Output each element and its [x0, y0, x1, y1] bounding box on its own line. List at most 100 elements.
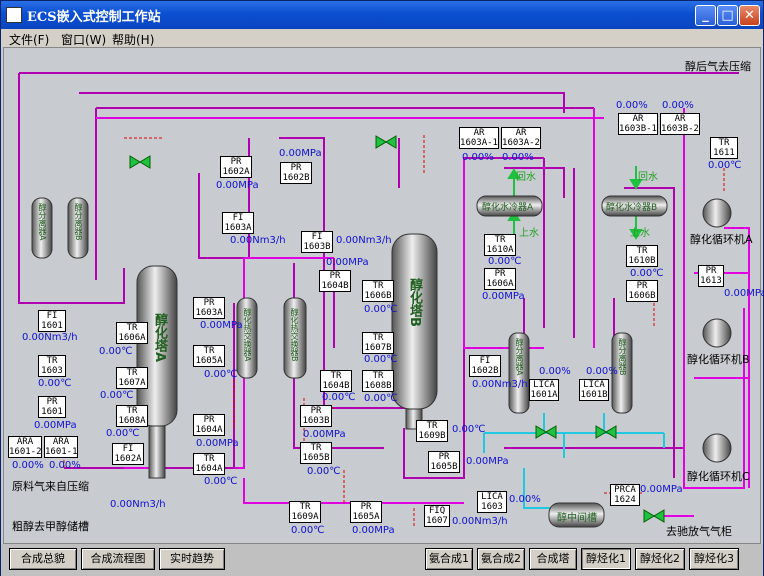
- value-PR1606A: 0.00MPa: [482, 291, 525, 302]
- tag-TR1610A[interactable]: TR 1610A: [484, 234, 516, 256]
- tag-FIQ1607[interactable]: FIQ 1607: [424, 505, 450, 527]
- vent-label: 去驰放气气柜: [666, 525, 732, 538]
- tag-TR1610B[interactable]: TR 1610B: [626, 245, 658, 267]
- tag-TR1604A[interactable]: TR 1604A: [193, 453, 225, 475]
- value-PR1601: 0.00MPa: [34, 420, 77, 431]
- tag-FI1603A[interactable]: FI 1603A: [222, 212, 254, 234]
- value-LICA1601B: 0.00%: [586, 366, 618, 377]
- tag-PR1613[interactable]: PR 1613: [698, 265, 724, 287]
- heat-exchanger-b-label: 醇化热交换器B: [290, 308, 299, 362]
- tower-b-label: 醇化塔B: [407, 278, 422, 327]
- tag-AR1603A-1[interactable]: AR 1603A-1: [459, 127, 499, 149]
- navigation-bar: 合成总貌 合成流程图 实时趋势 氨合成1 氨合成2 合成塔 醇烃化1 醇烃化2 …: [1, 544, 763, 576]
- tag-TR1606A[interactable]: TR 1606A: [116, 322, 148, 344]
- value-TR1610A: 0.00℃: [488, 256, 522, 267]
- nav-ammonia1-button[interactable]: 氨合成1: [425, 548, 473, 570]
- value-TR1604B: 0.00℃: [322, 392, 356, 403]
- tag-ARA1601-1[interactable]: ARA 1601-1: [44, 436, 78, 458]
- tag-TR1606B[interactable]: TR 1606B: [362, 280, 394, 302]
- tag-FI1601[interactable]: FI 1601: [38, 310, 66, 332]
- value-ARA1601-2: 0.00%: [12, 460, 44, 471]
- tag-FI1602B[interactable]: FI 1602B: [469, 355, 501, 377]
- tag-PRCA1624[interactable]: PRCA 1624: [610, 484, 640, 506]
- tag-PR1601[interactable]: PR 1601: [38, 396, 66, 418]
- value-ARA1601-1: 0.00%: [49, 460, 81, 471]
- value-LICA1603: 0.00%: [509, 494, 541, 505]
- tag-PR1604B[interactable]: PR 1604B: [319, 270, 351, 292]
- middle-tank-label: 醇中间槽: [557, 513, 597, 524]
- nav-trend-button[interactable]: 实时趋势: [159, 548, 225, 570]
- circulator-a-label: 醇化循环机A: [690, 233, 753, 246]
- water-supply-a-label: 上水: [519, 228, 539, 239]
- tag-TR1604B[interactable]: TR 1604B: [320, 370, 352, 392]
- tag-TR1607A[interactable]: TR 1607A: [116, 367, 148, 389]
- tag-LICA1601A[interactable]: LICA 1601A: [529, 379, 559, 401]
- value-TR1607B: 0.00℃: [364, 354, 398, 365]
- tag-TR1608A[interactable]: TR 1608A: [116, 405, 148, 427]
- value-TR1604A: 0.00℃: [204, 476, 238, 487]
- tag-TR1611[interactable]: TR 1611: [710, 137, 738, 159]
- tag-TR1605A[interactable]: TR 1605A: [193, 345, 225, 367]
- value-TR1607A: 0.00℃: [100, 390, 134, 401]
- tag-PR1602A[interactable]: PR 1602A: [220, 156, 252, 178]
- value-PR1613: 0.00MPa: [724, 288, 764, 299]
- nav-alkylation2-button[interactable]: 醇烃化2: [635, 548, 685, 570]
- tag-TR1609A[interactable]: TR 1609A: [289, 501, 321, 523]
- nav-alkylation1-button[interactable]: 醇烃化1: [581, 548, 631, 570]
- value-TR1606A: 0.00℃: [99, 346, 133, 357]
- tag-TR1608B[interactable]: TR 1608B: [362, 370, 394, 392]
- tag-LICA1601B[interactable]: LICA 1601B: [579, 379, 609, 401]
- tag-AR1603B-2[interactable]: AR 1603B-2: [660, 113, 700, 135]
- tag-PR1606B[interactable]: PR 1606B: [626, 280, 658, 302]
- circulator-b-label: 醇化循环机B: [687, 353, 750, 366]
- tag-TR1605B[interactable]: TR 1605B: [300, 442, 332, 464]
- value-AR1603B-2: 0.00%: [662, 100, 694, 111]
- close-button[interactable]: ✕: [739, 5, 760, 26]
- separator-a-label: 醇分离器A: [515, 338, 524, 376]
- value-FIQ1607: 0.00Nm3/h: [452, 516, 508, 527]
- nav-overview-button[interactable]: 合成总貌: [9, 548, 77, 570]
- value-LICA1601A: 0.00%: [539, 366, 571, 377]
- menu-help[interactable]: 帮助(H): [112, 33, 155, 47]
- value-FI1603A: 0.00Nm3/h: [230, 235, 286, 246]
- tag-PR1604A[interactable]: PR 1604A: [193, 414, 225, 436]
- value-PR1604B: 0.00MPa: [326, 257, 369, 268]
- nav-tower-button[interactable]: 合成塔: [529, 548, 577, 570]
- tag-TR1607B[interactable]: TR 1607B: [362, 332, 394, 354]
- tag-PR1603A[interactable]: PR 1603A: [193, 297, 225, 319]
- tag-TR1603[interactable]: TR 1603: [38, 355, 66, 377]
- separator-small-a-label: 醇分离器A: [38, 203, 47, 241]
- value-FI1603B: 0.00Nm3/h: [336, 235, 392, 246]
- feed-label: 原料气来自压缩: [12, 480, 89, 493]
- tag-LICA1603[interactable]: LICA 1603: [477, 491, 507, 513]
- tag-PR1606A[interactable]: PR 1606A: [484, 268, 516, 290]
- nav-flowchart-button[interactable]: 合成流程图: [81, 548, 155, 570]
- minimize-button[interactable]: _: [695, 5, 716, 26]
- value-TR1609A: 0.00℃: [291, 525, 325, 536]
- tag-PR1605A[interactable]: PR 1605A: [350, 501, 382, 523]
- window-title: ECS嵌入式控制工作站: [27, 10, 161, 25]
- value-FI1601: 0.00Nm3/h: [22, 332, 78, 343]
- maximize-button[interactable]: □: [717, 5, 738, 26]
- cooler-b-label: 醇化水冷器B: [606, 203, 658, 213]
- heat-exchanger-a-label: 醇化热交换器A: [243, 308, 252, 362]
- tag-TR1609B[interactable]: TR 1609B: [416, 420, 448, 442]
- tag-PR1603B[interactable]: PR 1603B: [300, 405, 332, 427]
- value-PR1602B: 0.00MPa: [216, 180, 259, 191]
- nav-alkylation3-button[interactable]: 醇烃化3: [689, 548, 739, 570]
- tag-ARA1601-2[interactable]: ARA 1601-2: [8, 436, 42, 458]
- value-PR1603A: 0.00MPa: [200, 320, 243, 331]
- value-TR1611: 0.00℃: [708, 160, 742, 171]
- tag-PR1602B[interactable]: PR 1602B: [280, 162, 312, 184]
- tag-FI1602A[interactable]: FI 1602A: [112, 443, 144, 465]
- menu-window[interactable]: 窗口(W): [61, 33, 107, 47]
- tag-AR1603B-1[interactable]: AR 1603B-1: [618, 113, 658, 135]
- menu-file[interactable]: 文件(F): [9, 33, 50, 47]
- value-TR1608B: 0.00℃: [364, 393, 398, 404]
- tag-AR1603A-2[interactable]: AR 1603A-2: [501, 127, 541, 149]
- nav-ammonia2-button[interactable]: 氨合成2: [477, 548, 525, 570]
- value-TR1605A: 0.00℃: [204, 369, 238, 380]
- tag-FI1603B[interactable]: FI 1603B: [301, 231, 333, 253]
- tag-PR1605B[interactable]: PR 1605B: [428, 451, 460, 473]
